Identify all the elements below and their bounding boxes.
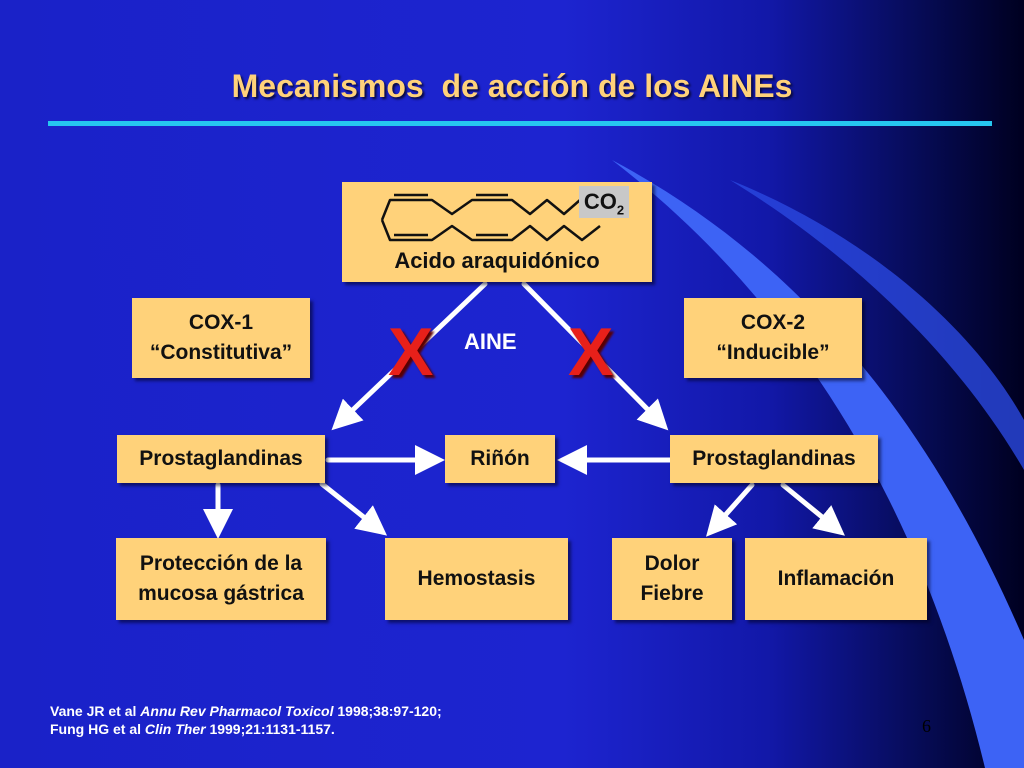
block-x-left: X <box>388 314 434 390</box>
inflamacion-box: Inflamación <box>745 538 927 620</box>
rinon-box: Riñón <box>445 435 555 483</box>
page-number: 6 <box>922 716 931 736</box>
cox1-box: COX-1 “Constitutiva” <box>132 298 310 378</box>
cox1-name: COX-1 <box>188 311 254 334</box>
hemostasis-box: Hemostasis <box>385 538 568 620</box>
prostaglandinas-right-box: Prostaglandinas <box>670 435 878 483</box>
acido-araquidonico-label: Acido araquidónico <box>394 248 600 273</box>
cox2-name: COX-2 <box>740 311 806 334</box>
arrow-to-inflamacion <box>780 482 845 536</box>
prostaglandinas-left-box: Prostaglandinas <box>117 435 325 483</box>
arachidonic-acid-structure-icon <box>380 193 601 242</box>
arrow-acido-to-prostaglandinas-right <box>521 281 669 431</box>
reference-1: Vane JR et al Annu Rev Pharmacol Toxicol… <box>50 703 442 719</box>
cox1-type: “Constitutiva” <box>149 341 293 364</box>
slide-title: Mecanismos de acción de los AINEs <box>231 68 793 104</box>
arrow-to-hemostasis <box>319 481 388 536</box>
cox2-type: “Inducible” <box>716 341 830 364</box>
arrow-to-dolor <box>706 482 755 537</box>
dolor-fiebre-box: Dolor Fiebre <box>612 538 732 620</box>
title-underline <box>48 121 992 126</box>
cox2-box: COX-2 “Inducible” <box>684 298 862 378</box>
block-x-right: X <box>568 314 614 390</box>
co2-label: CO2 <box>579 186 629 218</box>
arrow-acido-to-prostaglandinas-left <box>331 281 488 431</box>
proteccion-mucosa-box: Protección de la mucosa gástrica <box>116 538 326 620</box>
acido-araquidonico-box: CO2 Acido araquidónico <box>342 182 652 282</box>
aine-label: AINE <box>464 329 517 354</box>
reference-2: Fung HG et al Clin Ther 1999;21:1131-115… <box>50 721 335 737</box>
